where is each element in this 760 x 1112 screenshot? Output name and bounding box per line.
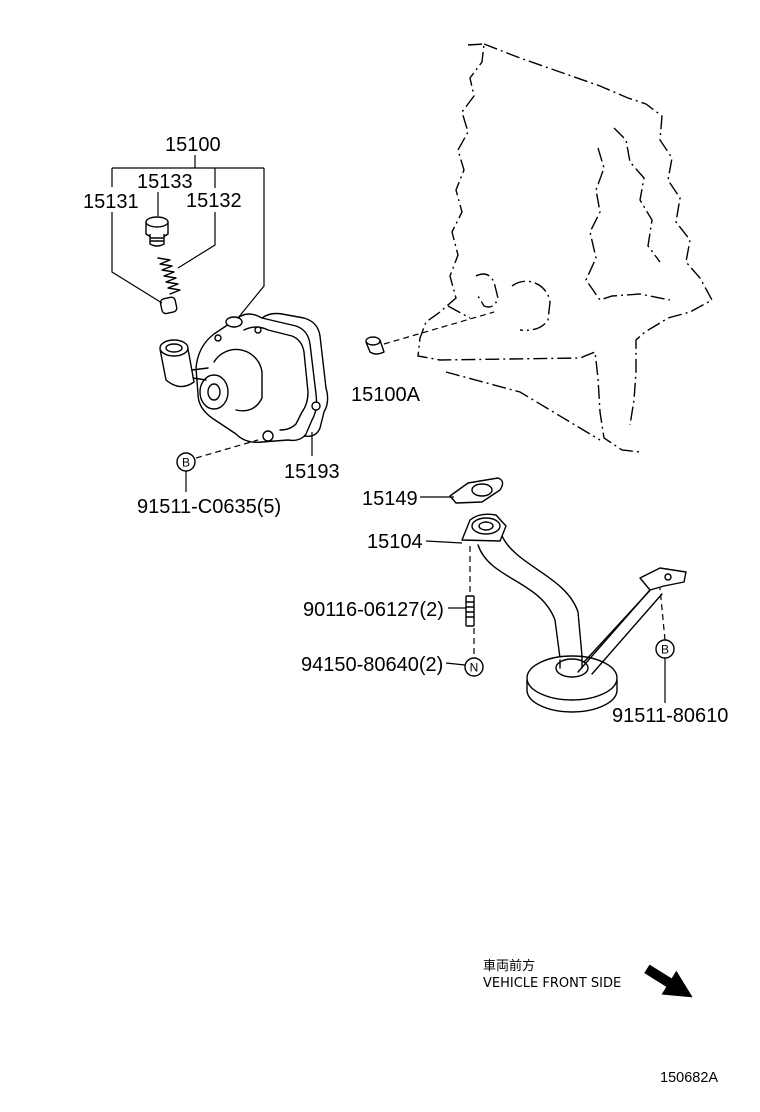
- leader-lines: [111, 155, 666, 703]
- label-91511-c0635: 91511-C0635(5): [137, 496, 281, 518]
- marker-b-left: B: [176, 452, 196, 472]
- label-15149: 15149: [362, 488, 418, 510]
- leader-line: [383, 311, 495, 345]
- label-94150: 94150-80640(2): [301, 654, 443, 676]
- label-oil-pump-assy: 15100: [165, 134, 221, 156]
- marker-b-left-label: B: [182, 456, 190, 470]
- label-15132: 15132: [186, 190, 242, 212]
- label-15193: 15193: [284, 461, 340, 483]
- part-15100a-dowel: [365, 336, 385, 355]
- pipe-gasket-part: [449, 477, 504, 504]
- engine-block-outline: [417, 43, 713, 453]
- label-91511-80610: 91511-80610: [612, 705, 728, 727]
- oil-strainer-assembly: [461, 513, 687, 713]
- label-15104: 15104: [367, 531, 423, 553]
- figure-number: 150682A: [660, 1070, 718, 1086]
- label-15100a: 15100A: [351, 384, 421, 406]
- spring-part: [157, 257, 181, 295]
- marker-b-right-label: B: [661, 643, 669, 657]
- front-side-label-jp: 車両前方: [483, 958, 535, 974]
- oil-pump-body: [159, 312, 329, 444]
- label-90116: 90116-06127(2): [303, 599, 444, 621]
- label-15133: 15133: [137, 171, 193, 193]
- marker-b-right: B: [655, 639, 675, 659]
- stud-bolt-part: [465, 595, 475, 627]
- marker-n: N: [464, 657, 484, 677]
- front-side-label-en: VEHICLE FRONT SIDE: [483, 976, 621, 991]
- plug-part: [145, 216, 169, 247]
- arrow-down-right-icon: [644, 964, 693, 998]
- valve-part: [159, 296, 178, 315]
- marker-n-label: N: [470, 661, 479, 675]
- label-15131: 15131: [83, 191, 139, 213]
